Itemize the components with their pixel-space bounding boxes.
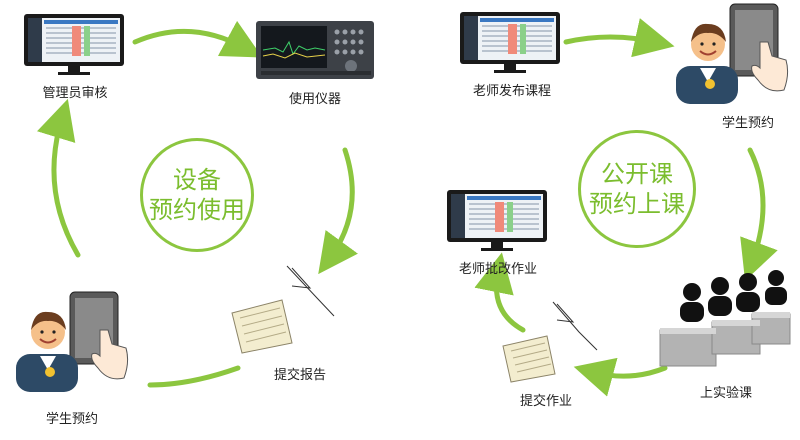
label-use-instrument: 使用仪器	[289, 88, 341, 107]
arrow-use-to-report	[330, 150, 352, 258]
student-tablet-icon	[12, 290, 132, 395]
label-student-booking: 学生预约	[46, 408, 98, 427]
arrow-book-to-review	[54, 118, 78, 255]
label-student-booking: 学生预约	[722, 112, 774, 131]
classroom-icon	[652, 270, 792, 370]
report-paper-icon	[222, 258, 352, 358]
hub-line-2: 预约上课	[589, 189, 685, 219]
hub-line-1: 公开课	[601, 159, 673, 189]
label-lab-class: 上实验课	[700, 382, 752, 401]
homework-paper-icon	[495, 296, 615, 386]
label-admin-review: 管理员审核	[42, 82, 107, 101]
arrow-report-to-book	[150, 368, 238, 385]
monitor-icon	[458, 10, 562, 76]
label-teacher-publish: 老师发布课程	[473, 80, 551, 99]
arrow-publish-to-book	[566, 37, 655, 42]
label-submit-report: 提交报告	[274, 364, 326, 383]
monitor-icon	[22, 12, 126, 78]
hub-line-1: 设备	[173, 165, 221, 195]
hub-line-2: 预约使用	[149, 195, 245, 225]
hub-open-class: 公开课 预约上课	[578, 130, 696, 248]
label-grade-homework: 老师批改作业	[459, 258, 537, 277]
student-tablet-icon	[672, 2, 792, 107]
instrument-icon	[255, 20, 375, 80]
monitor-icon	[445, 188, 549, 254]
arrow-review-to-use	[135, 31, 245, 48]
arrow-book-to-lab	[750, 150, 763, 262]
hub-equipment-booking: 设备 预约使用	[140, 138, 254, 252]
label-submit-homework: 提交作业	[520, 390, 572, 409]
